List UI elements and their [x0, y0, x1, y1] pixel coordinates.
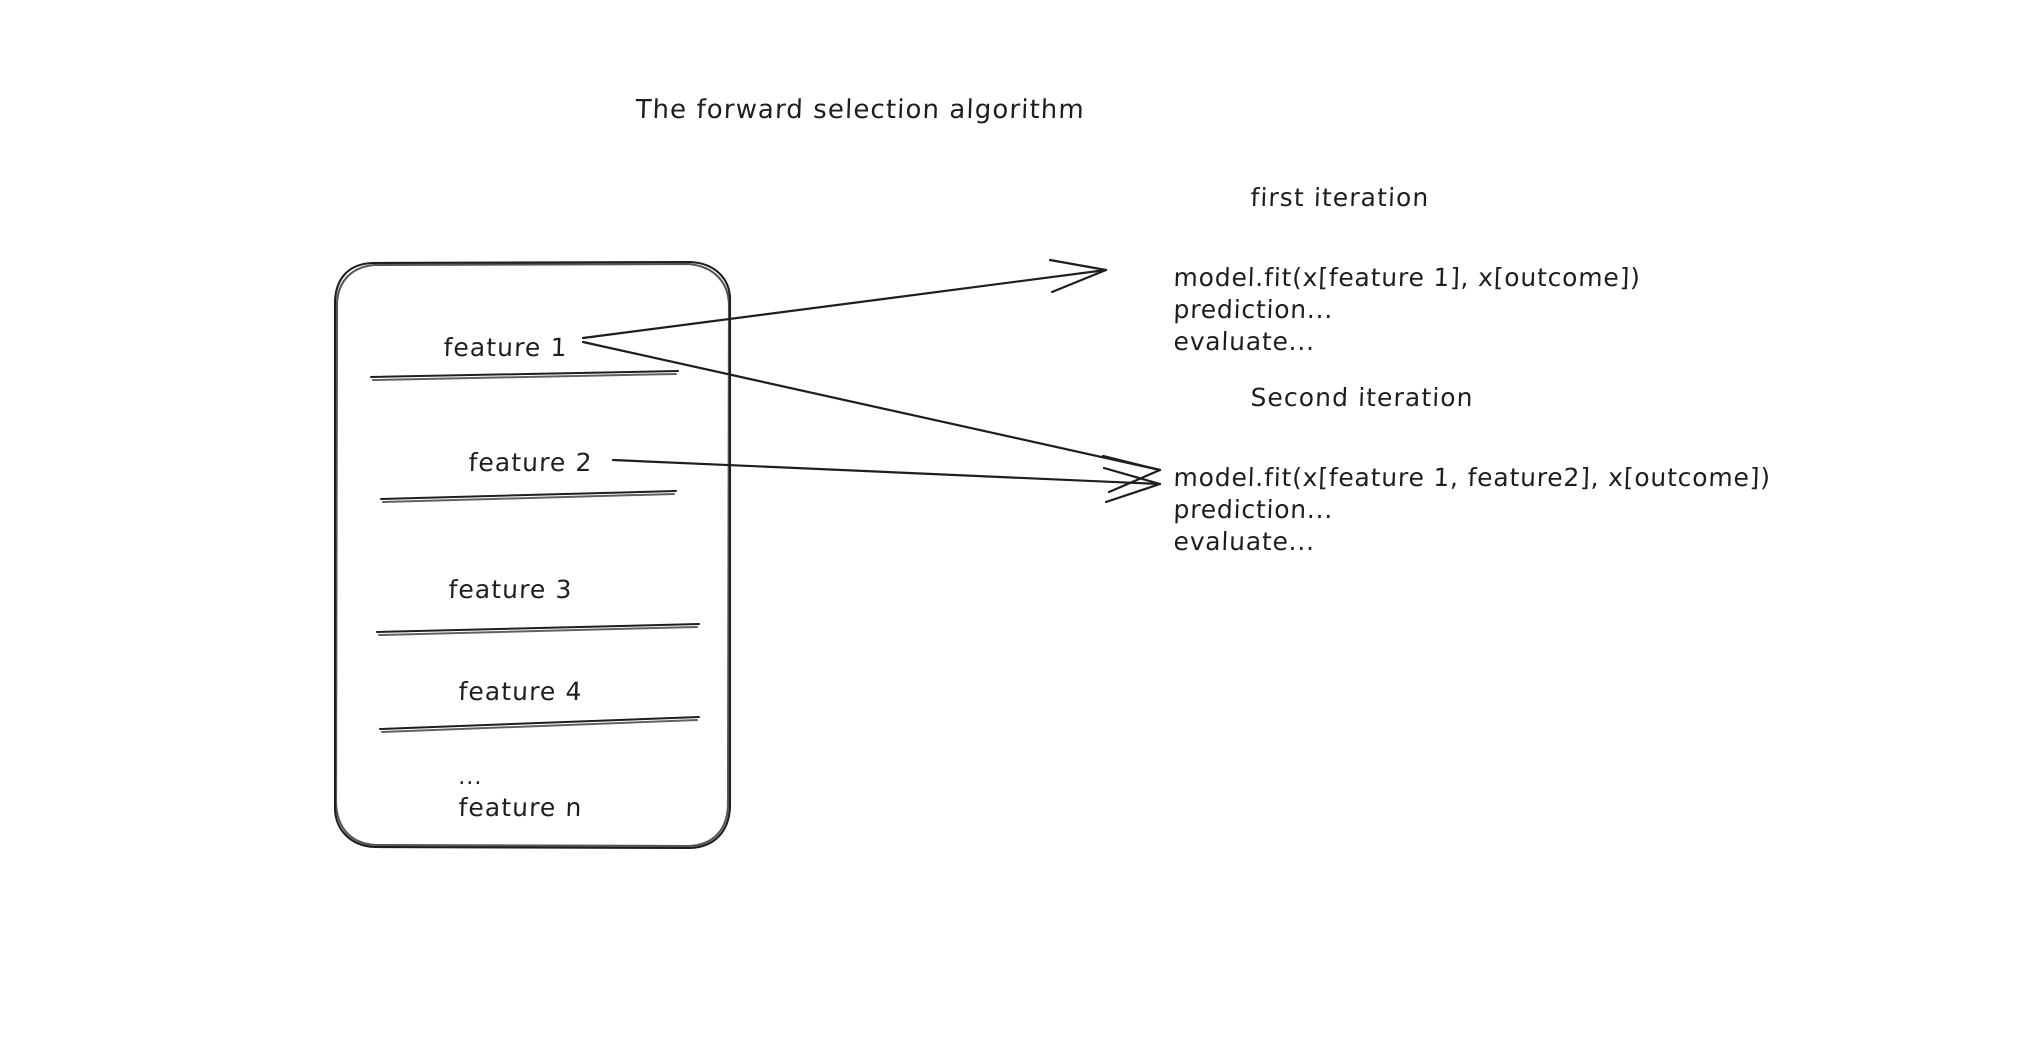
arrow-feature-1-to-first-iteration — [581, 258, 1108, 340]
feature-item-ellipsis: ... — [458, 765, 484, 790]
feature-3-separator — [376, 623, 700, 636]
code-line: model.fit(x[feature 1, feature2], x[outc… — [1173, 463, 1772, 492]
code-line: prediction... — [1173, 295, 1334, 324]
code-line: prediction... — [1173, 495, 1334, 524]
first-iteration-heading: first iteration — [1250, 183, 1430, 212]
feature-item-2[interactable]: feature 2 — [468, 448, 594, 477]
feature-list-box — [333, 260, 732, 850]
page-title: The forward selection algorithm — [635, 95, 1086, 125]
feature-item-4[interactable]: feature 4 — [458, 677, 584, 706]
feature-4-separator — [379, 716, 700, 733]
first-iteration-code-block: model.fit(x[feature 1], x[outcome]) pred… — [1173, 262, 1642, 358]
feature-item-3[interactable]: feature 3 — [448, 575, 574, 604]
arrow-feature-1-to-second-iteration — [581, 340, 1162, 494]
code-line: evaluate... — [1173, 327, 1316, 356]
feature-2-separator — [380, 490, 677, 503]
feature-item-1[interactable]: feature 1 — [443, 333, 569, 362]
code-line: evaluate... — [1173, 527, 1316, 556]
second-iteration-code-block: model.fit(x[feature 1, feature2], x[outc… — [1173, 462, 1772, 558]
second-iteration-heading: Second iteration — [1250, 383, 1475, 412]
arrow-feature-2-to-second-iteration — [611, 458, 1162, 504]
feature-item-n[interactable]: feature n — [458, 793, 583, 822]
feature-1-separator — [370, 370, 679, 381]
code-line: model.fit(x[feature 1], x[outcome]) — [1173, 263, 1642, 292]
